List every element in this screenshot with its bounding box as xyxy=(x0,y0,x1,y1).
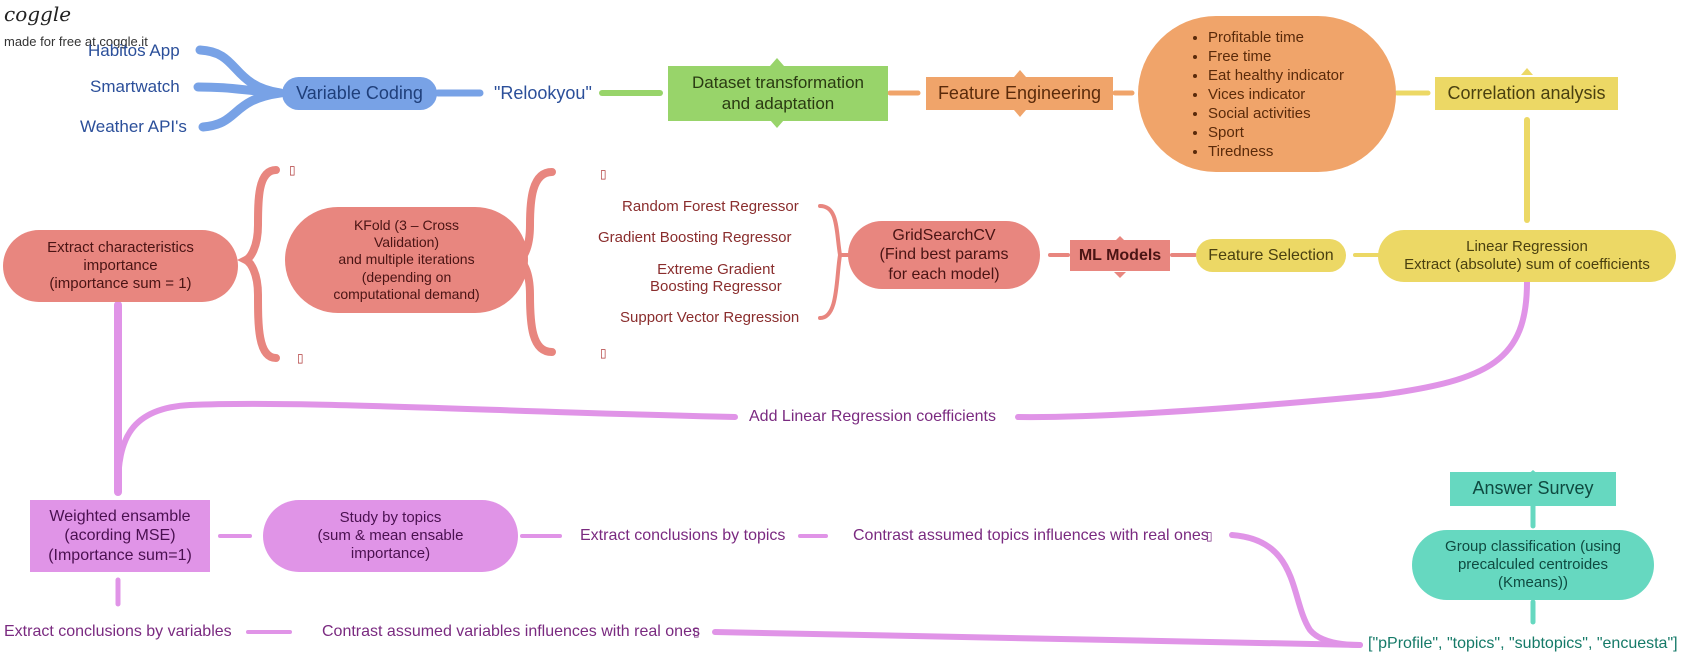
missing-glyph-icon: ▯ xyxy=(1206,529,1213,543)
missing-glyph-icon: ▯ xyxy=(600,167,607,181)
node-dataset-transformation[interactable]: Dataset transformation and adaptation xyxy=(668,66,888,121)
model-xgboost: Extreme Gradient Boosting Regressor xyxy=(650,261,782,295)
model-gradient-boosting: Gradient Boosting Regressor xyxy=(598,229,792,246)
model-svr: Support Vector Regression xyxy=(620,309,800,326)
missing-glyph-icon: ▯ xyxy=(600,346,607,360)
source-weather-api: Weather API's xyxy=(80,117,187,136)
made-with-text: made for free at coggle.it xyxy=(4,34,148,49)
node-linear-regression[interactable]: Linear Regression Extract (absolute) sum… xyxy=(1378,230,1676,282)
node-kfold[interactable]: KFold (3 – Cross Validation) and multipl… xyxy=(285,207,528,313)
node-add-lr-coefficients[interactable]: Add Linear Regression coefficients xyxy=(749,408,996,425)
node-extract-conclusions-topics[interactable]: Extract conclusions by topics xyxy=(580,527,786,544)
node-contrast-variables[interactable]: Contrast assumed variables influences wi… xyxy=(322,623,700,640)
feature-item: Tiredness xyxy=(1208,142,1344,161)
feature-item: Eat healthy indicator xyxy=(1208,66,1344,85)
node-group-classification[interactable]: Group classification (using precalculed … xyxy=(1412,530,1654,600)
feature-list: Profitable timeFree timeEat healthy indi… xyxy=(1190,28,1344,161)
node-gridsearchcv[interactable]: GridSearchCV (Find best params for each … xyxy=(848,221,1040,289)
feature-item: Free time xyxy=(1208,47,1344,66)
node-extract-conclusions-variables[interactable]: Extract conclusions by variables xyxy=(4,623,232,640)
linear-regression-title: Linear Regression xyxy=(1466,237,1588,255)
feature-item: Profitable time xyxy=(1208,28,1344,47)
node-correlation-analysis[interactable]: Correlation analysis xyxy=(1435,77,1618,110)
node-weighted-ensamble[interactable]: Weighted ensamble (acording MSE) (Import… xyxy=(30,500,210,572)
missing-glyph-icon: ▯ xyxy=(289,163,296,177)
node-relookyou[interactable]: "Relookyou" xyxy=(494,83,592,103)
source-smartwatch: Smartwatch xyxy=(90,77,180,96)
missing-glyph-icon: ▯ xyxy=(693,625,700,639)
model-random-forest: Random Forest Regressor xyxy=(622,198,799,215)
node-study-by-topics[interactable]: Study by topics (sum & mean ensable impo… xyxy=(263,500,518,572)
missing-glyph-icon: ▯ xyxy=(297,351,304,365)
source-habitos-app: Habitos App xyxy=(88,41,180,60)
node-extract-importance[interactable]: Extract characteristics importance (impo… xyxy=(3,230,238,302)
linear-regression-detail: Extract (absolute) sum of coefficients xyxy=(1404,256,1650,273)
node-feature-list[interactable]: Profitable timeFree timeEat healthy indi… xyxy=(1138,16,1396,172)
node-variable-coding[interactable]: Variable Coding xyxy=(282,77,437,110)
node-answer-survey[interactable]: Answer Survey xyxy=(1450,472,1616,506)
coggle-logo[interactable]: coggle xyxy=(4,2,72,26)
node-contrast-topics[interactable]: Contrast assumed topics influences with … xyxy=(853,527,1209,544)
node-feature-selection[interactable]: Feature Selection xyxy=(1196,239,1346,272)
feature-item: Social activities xyxy=(1208,104,1344,123)
feature-item: Vices indicator xyxy=(1208,85,1344,104)
node-output-keys[interactable]: ["pProfile", "topics", "subtopics", "enc… xyxy=(1368,635,1678,652)
node-feature-engineering[interactable]: Feature Engineering xyxy=(926,77,1113,110)
feature-item: Sport xyxy=(1208,123,1344,142)
node-ml-models[interactable]: ML Models xyxy=(1070,240,1170,271)
